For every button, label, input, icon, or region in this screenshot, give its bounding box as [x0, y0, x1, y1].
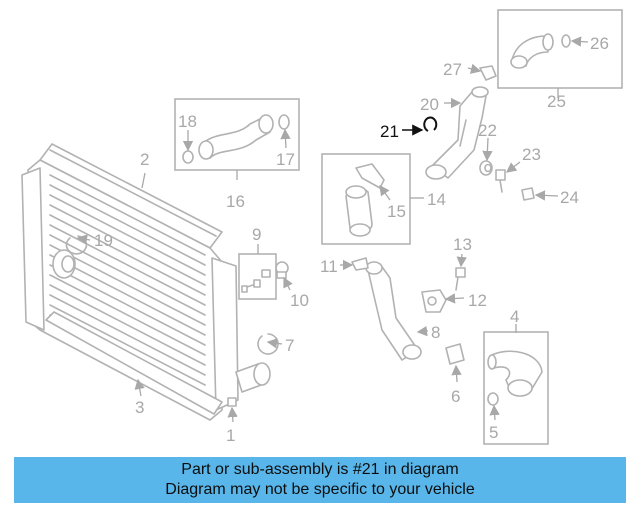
callout-25: 25 [547, 92, 566, 111]
bolt-23 [495, 169, 506, 193]
callout-1: 1 [226, 426, 235, 445]
clamp-7 [257, 333, 279, 355]
callout-15: 15 [387, 202, 406, 221]
callout-18: 18 [178, 112, 197, 131]
callout-7: 7 [285, 336, 294, 355]
callout-27: 27 [443, 60, 462, 79]
callout-4: 4 [510, 307, 519, 326]
callout-labels: 1 2 3 4 5 6 7 8 9 10 11 12 13 14 15 16 1… [94, 34, 609, 445]
banner-line-disclaimer: Diagram may not be specific to your vehi… [165, 481, 475, 498]
o-ring-17 [278, 114, 290, 130]
callout-26: 26 [590, 34, 609, 53]
bolt-9 [241, 269, 271, 293]
callout-13: 13 [453, 235, 472, 254]
callout-21: 21 [380, 122, 399, 141]
callout-9: 9 [252, 225, 261, 244]
parts-diagram: 1 2 3 4 5 6 7 8 9 10 11 12 13 14 15 16 1… [21, 9, 623, 445]
info-banner: Part or sub-assembly is #21 in diagram D… [14, 457, 626, 503]
o-ring-5 [487, 392, 499, 406]
callout-23: 23 [522, 145, 541, 164]
intercooler [21, 143, 271, 421]
hose-16 [198, 114, 274, 160]
callout-11: 11 [320, 257, 338, 276]
o-ring-18 [182, 150, 194, 164]
callout-8: 8 [431, 323, 440, 342]
pipe-20 [425, 86, 489, 180]
nut-10 [275, 261, 289, 279]
clamp-6 [445, 343, 465, 365]
seal-22 [479, 160, 493, 176]
pipe-11 [351, 257, 422, 361]
hose-4 [487, 350, 543, 397]
callout-22: 22 [478, 121, 497, 140]
callout-14: 14 [427, 190, 446, 209]
callout-19: 19 [94, 231, 113, 250]
banner-line-part: Part or sub-assembly is #21 in diagram [181, 461, 459, 478]
callout-2: 2 [140, 150, 149, 169]
clamp-27 [479, 65, 497, 81]
callout-10: 10 [290, 291, 309, 310]
nut-24 [521, 187, 535, 201]
o-ring-26 [561, 34, 571, 48]
hose-25 [510, 33, 554, 69]
hose-15 [345, 163, 385, 237]
leader-lines [76, 36, 589, 423]
callout-3: 3 [135, 398, 144, 417]
callout-6: 6 [451, 387, 460, 406]
callout-24: 24 [560, 188, 579, 207]
bolt-13 [455, 267, 466, 291]
callout-12: 12 [468, 291, 487, 310]
callout-20: 20 [420, 95, 439, 114]
clamp-21-highlighted [423, 116, 438, 132]
bracket-12 [421, 289, 447, 313]
callout-5: 5 [489, 423, 498, 442]
callout-16: 16 [226, 192, 245, 211]
callout-17: 17 [276, 150, 295, 169]
